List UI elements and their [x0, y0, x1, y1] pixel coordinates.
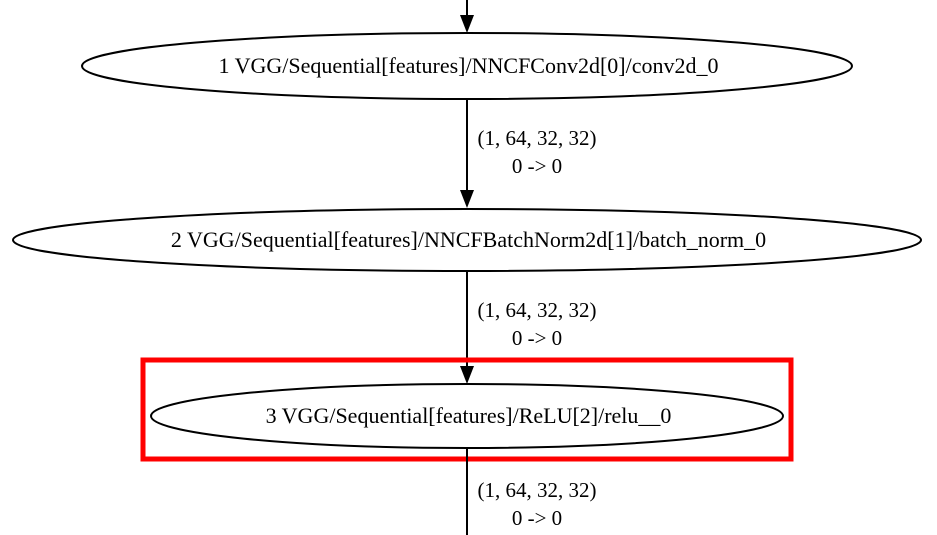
edge-ports-label: 0 -> 0 [511, 326, 563, 350]
edge-shape-label: (1, 64, 32, 32) [477, 478, 597, 502]
edge-label-3: (1, 64, 32, 32) 0 -> 0 [466, 476, 608, 532]
edge-ports-label: 0 -> 0 [511, 506, 563, 530]
edge-label-2: (1, 64, 32, 32) 0 -> 0 [466, 296, 608, 352]
edge-shape-label: (1, 64, 32, 32) [477, 126, 597, 150]
arrowhead-icon [460, 190, 474, 208]
arrowhead-icon [460, 366, 474, 384]
node-label-relu: 3 VGG/Sequential[features]/ReLU[2]/relu_… [265, 403, 672, 428]
arrowhead-icon [460, 15, 474, 33]
node-label-conv2d: 1 VGG/Sequential[features]/NNCFConv2d[0]… [218, 53, 719, 78]
edge-label-1: (1, 64, 32, 32) 0 -> 0 [466, 124, 608, 180]
edge-ports-label: 0 -> 0 [511, 154, 563, 178]
edge-shape-label: (1, 64, 32, 32) [477, 298, 597, 322]
node-label-batchnorm: 2 VGG/Sequential[features]/NNCFBatchNorm… [170, 227, 767, 252]
